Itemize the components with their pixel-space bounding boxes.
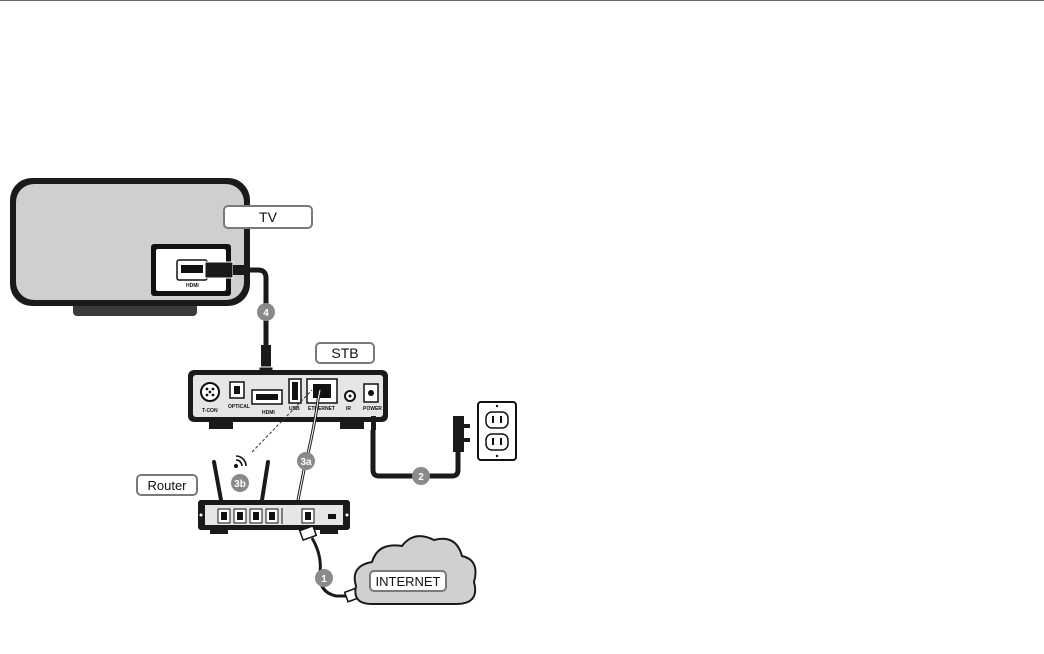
power-adapter (453, 416, 464, 452)
tv-label-box: TV (224, 206, 312, 228)
ethernet-label: ETHERNET (308, 406, 335, 412)
router-antenna-left (214, 462, 221, 500)
internet-label: INTERNET (376, 574, 441, 589)
ir-label: IR (346, 406, 351, 412)
stb: T-CON OPTICAL HDMI USB ETHERNET IR POWER (188, 370, 388, 429)
power-cable (371, 416, 470, 476)
tv-hdmi-slot (181, 265, 203, 273)
tv-label: TV (259, 209, 278, 225)
step-4-label: 4 (263, 308, 269, 319)
power-label: POWER (363, 406, 382, 412)
internet-cable (300, 526, 360, 602)
usb-label: USB (289, 406, 300, 412)
optical-label: OPTICAL (228, 404, 250, 410)
router-label-box: Router (137, 475, 197, 495)
tv-hdmi-label: HDMI (186, 283, 199, 289)
stb-hdmi-label: HDMI (262, 410, 275, 416)
stb-label: STB (331, 345, 358, 361)
wall-outlet (478, 402, 516, 460)
step-1-label: 1 (321, 574, 327, 585)
step-3a-label: 3a (300, 457, 312, 468)
router-label: Router (147, 478, 187, 493)
tv: HDMI (10, 178, 250, 316)
step-3b-label: 3b (234, 479, 246, 490)
router (198, 462, 350, 534)
internet-cloud: INTERNET (355, 536, 476, 604)
step-2-label: 2 (418, 472, 424, 483)
stb-label-box: STB (316, 343, 374, 363)
tcon-label: T-CON (202, 408, 218, 414)
router-antenna-right (262, 462, 268, 500)
wifi-icon (234, 456, 246, 468)
